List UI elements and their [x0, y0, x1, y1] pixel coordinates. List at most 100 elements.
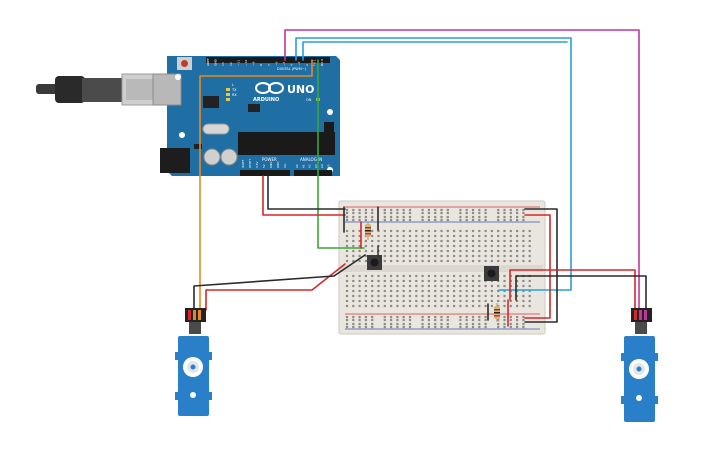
breadboard-hole[interactable]	[390, 244, 393, 248]
breadboard-hole[interactable]	[484, 259, 487, 263]
breadboard-hole[interactable]	[497, 234, 500, 238]
breadboard-hole[interactable]	[484, 249, 487, 253]
breadboard-hole[interactable]	[364, 325, 367, 329]
breadboard-hole[interactable]	[497, 322, 500, 326]
breadboard-hole[interactable]	[528, 239, 531, 243]
breadboard-hole[interactable]	[358, 304, 361, 308]
breadboard-hole[interactable]	[509, 299, 512, 303]
breadboard-hole[interactable]	[497, 325, 500, 329]
breadboard-hole[interactable]	[383, 279, 386, 283]
breadboard-hole[interactable]	[345, 229, 349, 233]
breadboard-hole[interactable]	[345, 274, 349, 278]
breadboard-hole[interactable]	[440, 315, 443, 319]
breadboard-hole[interactable]	[421, 299, 424, 303]
breadboard-hole[interactable]	[383, 208, 386, 212]
breadboard-hole[interactable]	[453, 284, 456, 288]
breadboard-hole[interactable]	[478, 208, 481, 212]
breadboard-hole[interactable]	[509, 294, 512, 298]
breadboard-hole[interactable]	[415, 239, 418, 243]
breadboard-hole[interactable]	[522, 239, 525, 243]
breadboard-hole[interactable]	[453, 259, 456, 263]
breadboard-hole[interactable]	[434, 279, 437, 283]
breadboard-hole[interactable]	[509, 244, 512, 248]
breadboard-hole[interactable]	[459, 289, 462, 293]
breadboard-hole[interactable]	[352, 284, 355, 288]
breadboard-hole[interactable]	[465, 254, 468, 258]
breadboard-hole[interactable]	[352, 218, 355, 222]
breadboard-hole[interactable]	[358, 249, 361, 253]
breadboard-hole[interactable]	[478, 239, 481, 243]
breadboard-hole[interactable]	[402, 318, 405, 322]
breadboard-hole[interactable]	[497, 208, 500, 212]
breadboard-hole[interactable]	[478, 215, 481, 219]
breadboard-hole[interactable]	[364, 215, 367, 219]
breadboard-hole[interactable]	[503, 208, 506, 212]
breadboard-hole[interactable]	[390, 315, 393, 319]
breadboard-hole[interactable]	[427, 234, 430, 238]
breadboard-hole[interactable]	[446, 322, 449, 326]
breadboard-hole[interactable]	[402, 244, 405, 248]
breadboard-hole[interactable]	[396, 325, 399, 329]
breadboard-hole[interactable]	[408, 259, 412, 263]
breadboard-hole[interactable]	[503, 234, 506, 238]
breadboard-hole[interactable]	[440, 215, 443, 219]
breadboard-hole[interactable]	[383, 244, 386, 248]
breadboard-hole[interactable]	[478, 249, 481, 253]
breadboard-hole[interactable]	[345, 325, 349, 329]
breadboard-hole[interactable]	[484, 254, 487, 258]
breadboard-hole[interactable]	[352, 318, 355, 322]
breadboard-hole[interactable]	[503, 218, 506, 222]
breadboard-hole[interactable]	[396, 259, 399, 263]
breadboard-hole[interactable]	[371, 294, 374, 298]
breadboard-hole[interactable]	[358, 254, 361, 258]
breadboard-hole[interactable]	[364, 259, 367, 263]
breadboard-hole[interactable]	[440, 279, 443, 283]
breadboard-hole[interactable]	[415, 249, 418, 253]
breadboard-hole[interactable]	[446, 274, 449, 278]
breadboard-hole[interactable]	[465, 244, 468, 248]
breadboard-hole[interactable]	[484, 208, 487, 212]
breadboard-hole[interactable]	[490, 234, 493, 238]
breadboard-hole[interactable]	[364, 249, 367, 253]
breadboard-hole[interactable]	[421, 254, 424, 258]
breadboard-hole[interactable]	[484, 315, 487, 319]
analog-header[interactable]	[294, 170, 332, 176]
breadboard-hole[interactable]	[490, 239, 493, 243]
breadboard-hole[interactable]	[440, 322, 443, 326]
breadboard-hole[interactable]	[453, 234, 456, 238]
breadboard-hole[interactable]	[352, 294, 355, 298]
breadboard-hole[interactable]	[516, 208, 519, 212]
breadboard-hole[interactable]	[478, 274, 481, 278]
breadboard-hole[interactable]	[459, 325, 462, 329]
breadboard-hole[interactable]	[415, 289, 418, 293]
breadboard-hole[interactable]	[390, 234, 393, 238]
breadboard-hole[interactable]	[421, 215, 424, 219]
breadboard-hole[interactable]	[371, 239, 374, 243]
breadboard-hole[interactable]	[352, 215, 355, 219]
breadboard-hole[interactable]	[408, 239, 412, 243]
breadboard-hole[interactable]	[465, 294, 468, 298]
breadboard-hole[interactable]	[471, 322, 475, 326]
breadboard-hole[interactable]	[497, 229, 500, 233]
breadboard-hole[interactable]	[345, 304, 349, 308]
breadboard-hole[interactable]	[459, 274, 462, 278]
breadboard-hole[interactable]	[408, 208, 412, 212]
breadboard-hole[interactable]	[408, 254, 412, 258]
breadboard-hole[interactable]	[459, 284, 462, 288]
breadboard-hole[interactable]	[459, 279, 462, 283]
breadboard-hole[interactable]	[345, 259, 349, 263]
breadboard-hole[interactable]	[471, 279, 475, 283]
wire-cyan[interactable]	[295, 37, 572, 291]
breadboard-hole[interactable]	[497, 289, 500, 293]
breadboard-hole[interactable]	[345, 234, 349, 238]
breadboard-hole[interactable]	[434, 294, 437, 298]
breadboard-hole[interactable]	[522, 215, 525, 219]
breadboard-hole[interactable]	[503, 211, 506, 215]
wire-rail-black-right[interactable]	[524, 208, 558, 323]
breadboard-hole[interactable]	[390, 289, 393, 293]
breadboard-hole[interactable]	[421, 289, 424, 293]
breadboard-hole[interactable]	[427, 259, 430, 263]
breadboard-hole[interactable]	[484, 218, 487, 222]
breadboard-hole[interactable]	[421, 274, 424, 278]
breadboard-hole[interactable]	[490, 259, 493, 263]
